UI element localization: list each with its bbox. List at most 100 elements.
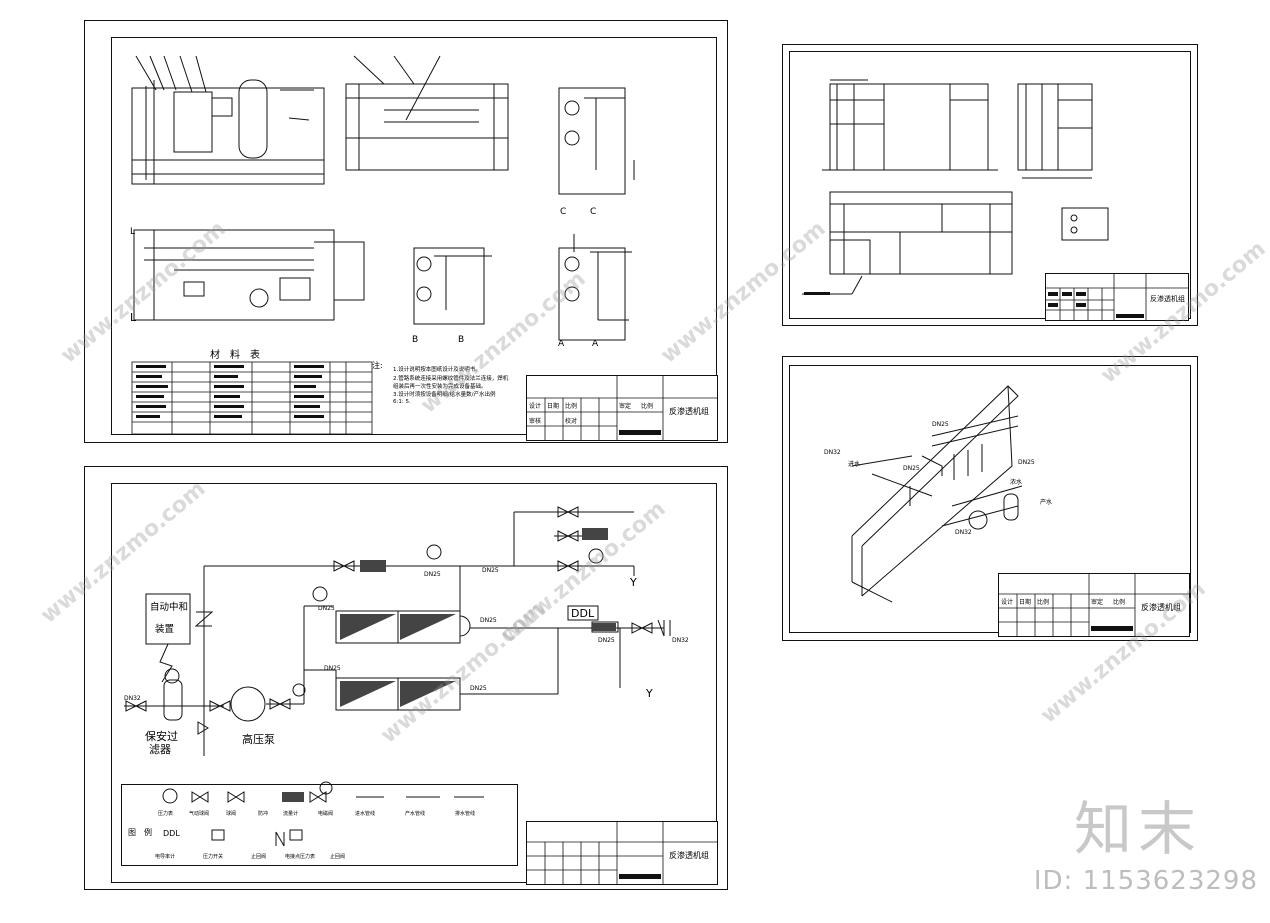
- title-block-cell-scale2: 比例: [641, 403, 654, 410]
- section-c: [558, 87, 626, 195]
- pipe-label-3: DN25: [318, 605, 335, 612]
- pipe-label-8: DN25: [598, 637, 615, 644]
- pipe-label-4: DN25: [480, 617, 497, 624]
- section-label-l-top: L: [130, 227, 136, 237]
- pipe-label-7: DN32: [124, 695, 141, 702]
- pump-label: 高压泵: [242, 733, 275, 746]
- pipe-label-9: DN32: [672, 637, 689, 644]
- sheet-isometric-frame: [789, 365, 1191, 633]
- ddl-meter-box: [567, 605, 599, 621]
- title-block-process-title: 反渗透机组: [669, 851, 709, 860]
- iso-label-dn25-top: DN25: [932, 421, 949, 428]
- legend-symbols: [162, 781, 484, 847]
- iso-tb-design: 设计: [1001, 599, 1014, 606]
- motor-valve-product: [588, 548, 604, 564]
- iso-tb-title: 反渗透机组: [1141, 603, 1181, 612]
- materials-table-title: 材 料 表: [210, 350, 260, 361]
- sheet-process-flow-frame: [111, 483, 717, 883]
- title-block-cell-check: 校对: [565, 418, 578, 425]
- section-b: [413, 247, 485, 325]
- legend-item-check-valve-2: 止回阀: [330, 854, 346, 860]
- title-block-cell-date: 日期: [547, 403, 560, 410]
- note-line-1: 1.设计说明按本图纸设计及说明书。: [393, 367, 481, 373]
- note-line-3: 组装后再一次性安装为完成设备基础。: [393, 384, 487, 390]
- legend-item-flowmeter: 流量计: [283, 811, 299, 817]
- title-block-process: 反渗透机组: [526, 821, 718, 885]
- auto-neutralizer-line2: 装置: [155, 624, 175, 635]
- pipe-label-1: DN25: [424, 571, 441, 578]
- outlet-label-y-top: Y: [630, 576, 637, 589]
- materials-table: [131, 361, 373, 435]
- title-block-layout: 设计 日期 比例 审核 校对 审定 比例 反渗透机组: [526, 375, 718, 441]
- section-label-a-left: A: [558, 339, 565, 349]
- title-block-cell-scale: 比例: [565, 403, 578, 410]
- motor-valve-pump: [292, 683, 306, 697]
- section-label-b-left: B: [412, 335, 419, 345]
- iso-label-dn32-left: DN32: [824, 449, 841, 456]
- section-label-b-right: B: [458, 335, 465, 345]
- auto-neutralizer-line1: 自动中和: [150, 602, 189, 613]
- ddl-label: DDL: [571, 607, 595, 620]
- plan-view: [133, 229, 335, 321]
- sheet-frame-drawing: [802, 79, 1109, 295]
- pipe-label-6: DN25: [470, 685, 487, 692]
- legend-item-inlet-line: 进水管线: [355, 811, 376, 817]
- note-line-2: 2.管路系统连接采用螺纹管件及法兰连接，焊机: [393, 376, 509, 382]
- iso-label-inlet: 进水: [848, 461, 861, 468]
- legend-item-pneumatic-valve: 气动球阀: [189, 811, 210, 817]
- cartridge-filter: [163, 679, 183, 721]
- legend-item-check-valve: 止回阀: [251, 854, 267, 860]
- pressure-gauge-filter: [164, 668, 180, 684]
- iso-tb-scale2: 比例: [1113, 599, 1126, 606]
- legend-item-solenoid: 电磁阀: [318, 811, 334, 817]
- notes-label: 注:: [372, 361, 383, 370]
- section-label-a-right: A: [592, 339, 599, 349]
- pipe-label-5: DN25: [324, 665, 341, 672]
- title-block-cell-review: 审核: [529, 418, 542, 425]
- sheet-layout-drawing: [131, 55, 635, 435]
- sheet-frame-frame: [789, 51, 1191, 319]
- section-label-l-bottom: L: [130, 311, 137, 324]
- section-label-c-right: C: [590, 207, 597, 217]
- iso-label-dn25-right: DN25: [1018, 459, 1035, 466]
- high-pressure-pump: [230, 686, 266, 722]
- sheet-layout-frame: [111, 37, 717, 435]
- title-block-frame: 反渗透机组: [1045, 273, 1189, 321]
- iso-tb-approve: 审定: [1091, 599, 1104, 606]
- top-view-frame: [345, 83, 509, 171]
- title-block-isometric: 设计 日期 比例 审定 比例 反渗透机组: [998, 573, 1190, 637]
- legend-item-product-line: 产水管线: [405, 811, 426, 817]
- z-element: [194, 611, 214, 627]
- section-label-c-left: C: [560, 207, 567, 217]
- iso-tb-date: 日期: [1019, 599, 1032, 606]
- iso-label-product: 产水: [1040, 499, 1053, 506]
- legend-box: [121, 784, 518, 866]
- filter-vessel: [238, 79, 268, 159]
- iso-label-concentrate: 浓水: [1010, 479, 1023, 486]
- legend-item-ball-valve: 球阀: [226, 811, 237, 817]
- outlet-label-y-bottom: Y: [646, 687, 653, 700]
- pressure-gauge-product: [426, 544, 442, 560]
- legend-item-conductivity: 电导率计: [155, 854, 176, 860]
- sheet-isometric-drawing: [851, 385, 1023, 603]
- brand-logo: 知末: [1073, 795, 1202, 863]
- legend-title: 图 例: [128, 828, 152, 837]
- note-line-5: 6:1: 5.: [393, 399, 411, 405]
- legend-item-flush: 防冲: [258, 811, 269, 817]
- process-flow-diagram: [124, 506, 671, 847]
- iso-tb-scale: 比例: [1037, 599, 1050, 606]
- filter-label-line1: 保安过: [145, 730, 178, 743]
- legend-item-contact-gauge: 电接点压力表: [285, 854, 316, 860]
- note-line-4: 3.设计时须按设备明细/给水量数/产水出例: [393, 392, 496, 398]
- iso-label-dn25-mid: DN25: [903, 465, 920, 472]
- title-block-cell-design: 设计: [529, 403, 542, 410]
- legend-item-pressure-switch: 压力开关: [203, 854, 224, 860]
- legend-ddl: DDL: [163, 829, 180, 838]
- title-block-title: 反渗透机组: [669, 407, 709, 416]
- legend-item-pressure-gauge: 压力表: [158, 811, 174, 817]
- brand-id: ID: 1153623298: [1033, 866, 1258, 896]
- title-block-cell-approve: 审定: [619, 403, 632, 410]
- title-block-frame-title: 反渗透机组: [1150, 295, 1185, 303]
- section-a: [558, 247, 626, 341]
